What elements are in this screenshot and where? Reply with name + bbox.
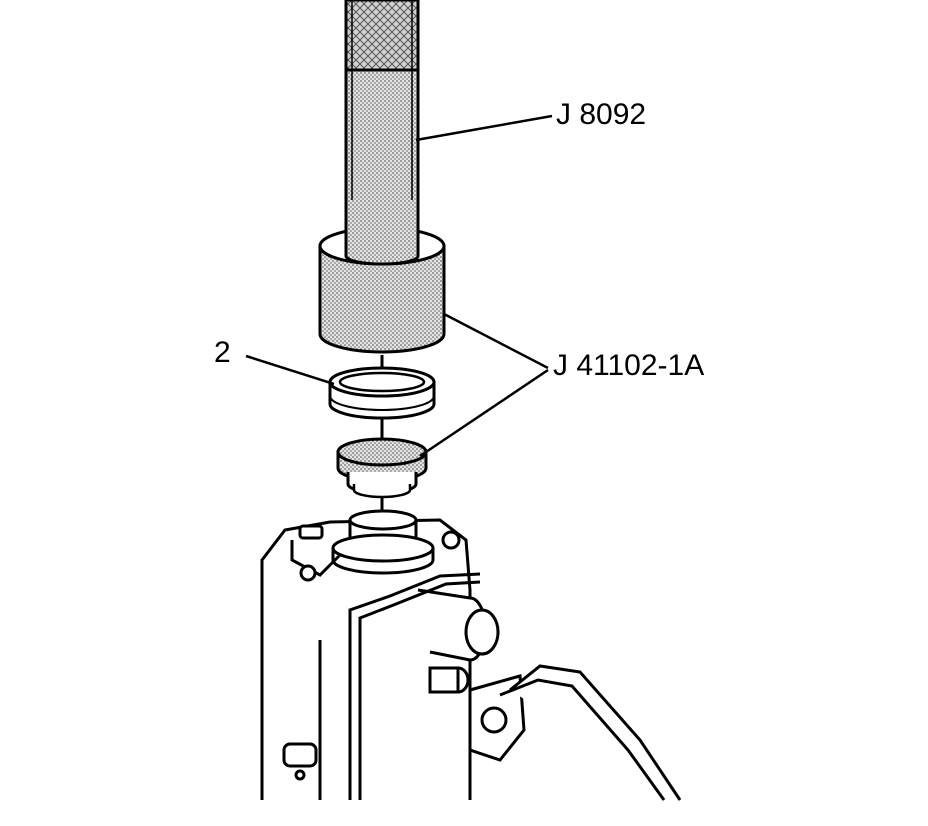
- callout-seal-2: 2: [214, 336, 231, 369]
- leader-lines: [245, 114, 553, 458]
- leader-j41102-lower: [419, 368, 549, 458]
- gear-housing: [260, 509, 682, 801]
- j41102-installer-body: [318, 200, 446, 354]
- callout-j41102-1a: J 41102-1A: [553, 349, 705, 382]
- seal-ring: [328, 366, 436, 420]
- leader-j41102-upper: [443, 312, 549, 370]
- leader-seal: [245, 354, 335, 386]
- callout-j8092: J 8092: [556, 98, 647, 131]
- leader-j8092: [415, 114, 553, 142]
- j41102-installer-adapter: [336, 437, 428, 499]
